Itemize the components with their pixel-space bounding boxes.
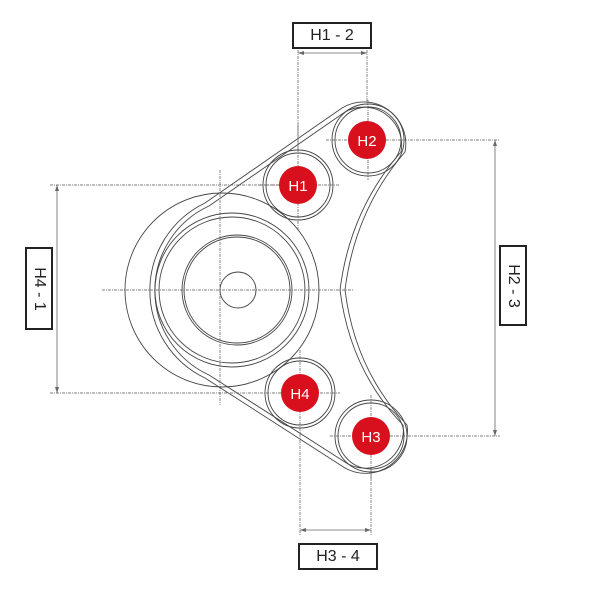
dimension-label-h1-2: H1 - 2 [292, 22, 372, 49]
hole-marker-h1 [279, 166, 317, 204]
dimension-label-h4-1: H4 - 1 [25, 247, 53, 330]
hole-marker-h2 [348, 121, 386, 159]
dimension-label-h2-3: H2 - 3 [499, 245, 527, 326]
hole-markers [279, 121, 390, 455]
hole-label-h3: H3 [361, 429, 380, 446]
dimension-text-h4-1: H4 - 1 [31, 266, 49, 311]
hole-label-h2: H2 [357, 133, 376, 150]
hole-marker-h3 [352, 417, 390, 455]
dimension-arrows [55, 51, 497, 532]
center-lines [50, 50, 500, 535]
dimension-lines [56, 52, 496, 531]
dimension-text-h2-3: H2 - 3 [505, 263, 523, 308]
hole-label-h1: H1 [288, 178, 307, 195]
hole-label-h4: H4 [290, 386, 309, 403]
dimension-label-h3-4: H3 - 4 [298, 543, 378, 570]
hole-marker-h4 [281, 374, 319, 412]
